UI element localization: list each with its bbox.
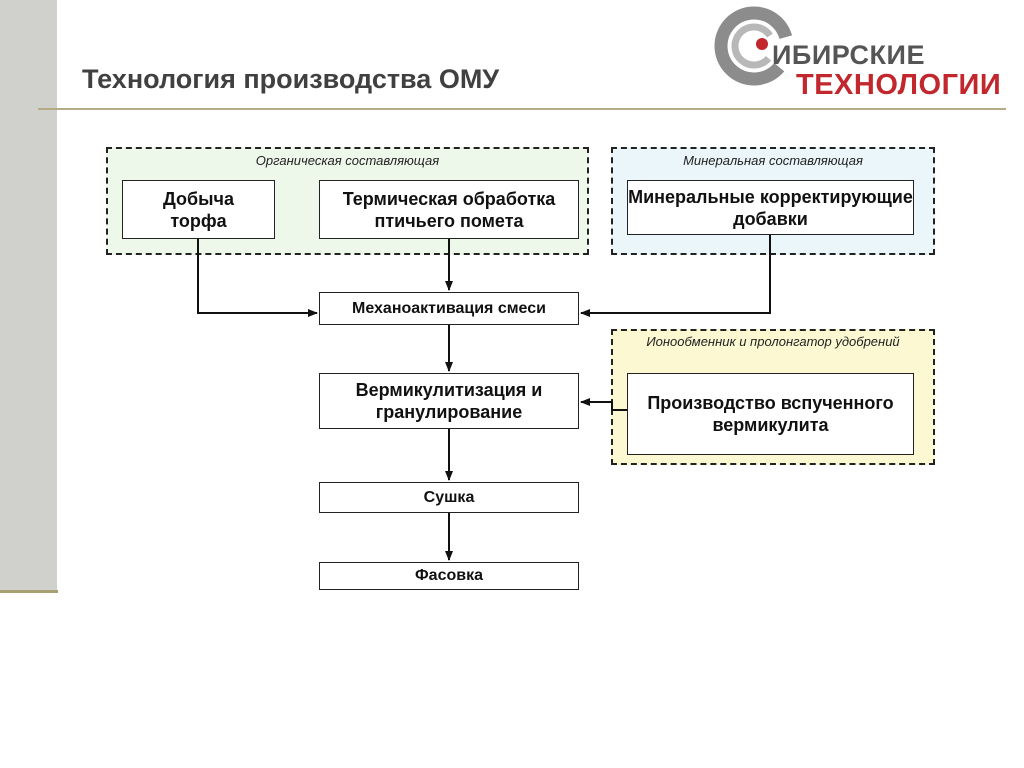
arrow-mineral-to-mechano [580,235,771,317]
logo-text-line1: ИБИРСКИЕ [772,40,925,70]
node-drying: Сушка [319,482,579,513]
group-organic-label: Органическая составляющая [255,153,440,168]
title-divider [38,108,1006,110]
node-manure-treatment: Термическая обработка птичьего помета [319,180,579,239]
company-logo-icon [714,6,794,86]
slide-title: Технология производства ОМУ [82,64,500,94]
arrow-vermiculite-to-vermic [580,398,627,411]
node-packing: Фасовка [319,562,579,590]
left-accent-bar [0,0,57,592]
group-ion-exchanger-label: Ионообменник и пролонгатор удобрений [646,334,900,349]
arrow-peat-to-mechano [197,239,318,317]
group-mineral-label: Минеральная составляющая [683,153,863,168]
node-vermiculitization: Вермикулитизация и гранулирование [319,373,579,429]
node-mineral-additives: Минеральные корректирующие добавки [627,180,914,235]
logo-text-line2: ТЕХНОЛОГИИ [796,69,1002,101]
left-accent-underline [0,590,58,593]
node-peat-extraction: Добыча торфа [122,180,275,239]
node-expanded-vermiculite: Производство вспученного вермикулита [627,373,914,455]
node-mechanoactivation: Механоактивация смеси [319,292,579,325]
